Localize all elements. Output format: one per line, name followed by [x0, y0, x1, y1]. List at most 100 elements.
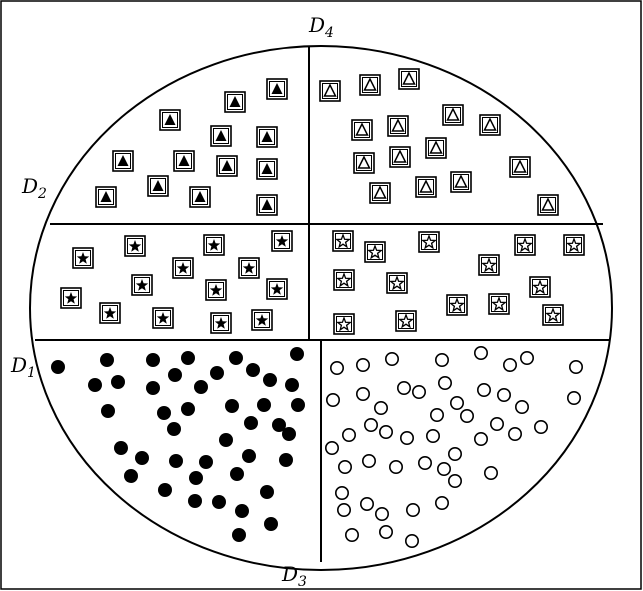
open-circle-marker	[411, 384, 426, 399]
boxed-filled-triangle-marker	[147, 175, 169, 197]
open-circle-marker	[341, 427, 356, 442]
open-circle-marker	[566, 390, 581, 405]
boxed-open-triangle-marker	[442, 104, 464, 126]
filled-circle-marker	[291, 398, 305, 412]
filled-circle-marker	[168, 368, 182, 382]
open-circle-marker	[388, 459, 403, 474]
open-circle-marker	[459, 408, 474, 423]
open-circle-marker	[514, 399, 529, 414]
main-ellipse	[29, 45, 613, 571]
open-circle-marker	[417, 455, 432, 470]
boxed-open-triangle-marker	[479, 114, 501, 136]
boxed-filled-star-marker	[124, 235, 146, 257]
open-circle-marker	[405, 502, 420, 517]
boxed-filled-star-marker	[251, 309, 273, 331]
boxed-open-triangle-marker	[389, 146, 411, 168]
filled-circle-marker	[263, 373, 277, 387]
boxed-open-triangle-marker	[450, 171, 472, 193]
boxed-open-triangle-marker	[415, 176, 437, 198]
boxed-filled-star-marker	[131, 274, 153, 296]
open-circle-marker	[483, 465, 498, 480]
boxed-open-star-marker	[514, 234, 536, 256]
filled-circle-marker	[235, 504, 249, 518]
open-circle-marker	[329, 360, 344, 375]
open-circle-marker	[429, 407, 444, 422]
filled-circle-marker	[111, 375, 125, 389]
boxed-open-star-marker	[563, 234, 585, 256]
filled-circle-marker	[279, 453, 293, 467]
filled-circle-marker	[158, 483, 172, 497]
boxed-open-star-marker	[542, 304, 564, 326]
boxed-filled-triangle-marker	[189, 186, 211, 208]
boxed-filled-star-marker	[72, 247, 94, 269]
open-circle-marker	[361, 453, 376, 468]
boxed-filled-triangle-marker	[210, 125, 232, 147]
filled-circle-marker	[260, 485, 274, 499]
filled-circle-marker	[285, 378, 299, 392]
filled-circle-marker	[257, 398, 271, 412]
open-circle-marker	[334, 485, 349, 500]
boxed-open-star-marker	[364, 241, 386, 263]
boxed-open-triangle-marker	[398, 68, 420, 90]
open-circle-marker	[373, 400, 388, 415]
open-circle-marker	[344, 527, 359, 542]
open-circle-marker	[337, 459, 352, 474]
label-d4: D4	[308, 13, 334, 41]
filled-circle-marker	[272, 418, 286, 432]
filled-circle-marker	[51, 360, 65, 374]
filled-circle-marker	[181, 402, 195, 416]
boxed-open-triangle-marker	[509, 156, 531, 178]
open-circle-marker	[447, 446, 462, 461]
open-circle-marker	[447, 473, 462, 488]
boxed-open-triangle-marker	[537, 194, 559, 216]
filled-circle-marker	[181, 351, 195, 365]
open-circle-marker	[336, 502, 351, 517]
boxed-filled-star-marker	[152, 307, 174, 329]
open-circle-marker	[355, 386, 370, 401]
filled-circle-marker	[230, 467, 244, 481]
open-circle-marker	[533, 419, 548, 434]
open-circle-marker	[396, 380, 411, 395]
boxed-filled-triangle-marker	[112, 150, 134, 172]
open-circle-marker	[519, 350, 534, 365]
open-circle-marker	[502, 357, 517, 372]
filled-circle-marker	[219, 433, 233, 447]
boxed-filled-star-marker	[172, 257, 194, 279]
open-circle-marker	[374, 506, 389, 521]
boxed-filled-star-marker	[99, 302, 121, 324]
markers-layer	[51, 68, 585, 548]
boxed-filled-triangle-marker	[95, 186, 117, 208]
boxed-open-triangle-marker	[359, 74, 381, 96]
boxed-open-star-marker	[386, 272, 408, 294]
open-circle-marker	[507, 426, 522, 441]
boxed-open-triangle-marker	[319, 80, 341, 102]
filled-circle-marker	[264, 517, 278, 531]
filled-circle-marker	[135, 451, 149, 465]
filled-circle-marker	[100, 353, 114, 367]
label-d2: D2	[21, 174, 47, 202]
boxed-open-star-marker	[418, 231, 440, 253]
filled-circle-marker	[169, 454, 183, 468]
filled-circle-marker	[225, 399, 239, 413]
open-circle-marker	[449, 395, 464, 410]
filled-circle-marker	[157, 406, 171, 420]
open-circle-marker	[355, 357, 370, 372]
boxed-open-star-marker	[488, 293, 510, 315]
boxed-filled-triangle-marker	[256, 194, 278, 216]
open-circle-marker	[473, 345, 488, 360]
boxed-filled-triangle-marker	[256, 126, 278, 148]
open-circle-marker	[436, 461, 451, 476]
boxed-open-star-marker	[333, 313, 355, 335]
open-circle-marker	[359, 496, 374, 511]
open-circle-marker	[425, 428, 440, 443]
boxed-open-star-marker	[395, 310, 417, 332]
boxed-filled-star-marker	[238, 257, 260, 279]
filled-circle-marker	[229, 351, 243, 365]
boxed-open-star-marker	[333, 269, 355, 291]
open-circle-marker	[378, 524, 393, 539]
boxed-open-star-marker	[332, 230, 354, 252]
filled-circle-marker	[199, 455, 213, 469]
boxed-filled-star-marker	[271, 230, 293, 252]
